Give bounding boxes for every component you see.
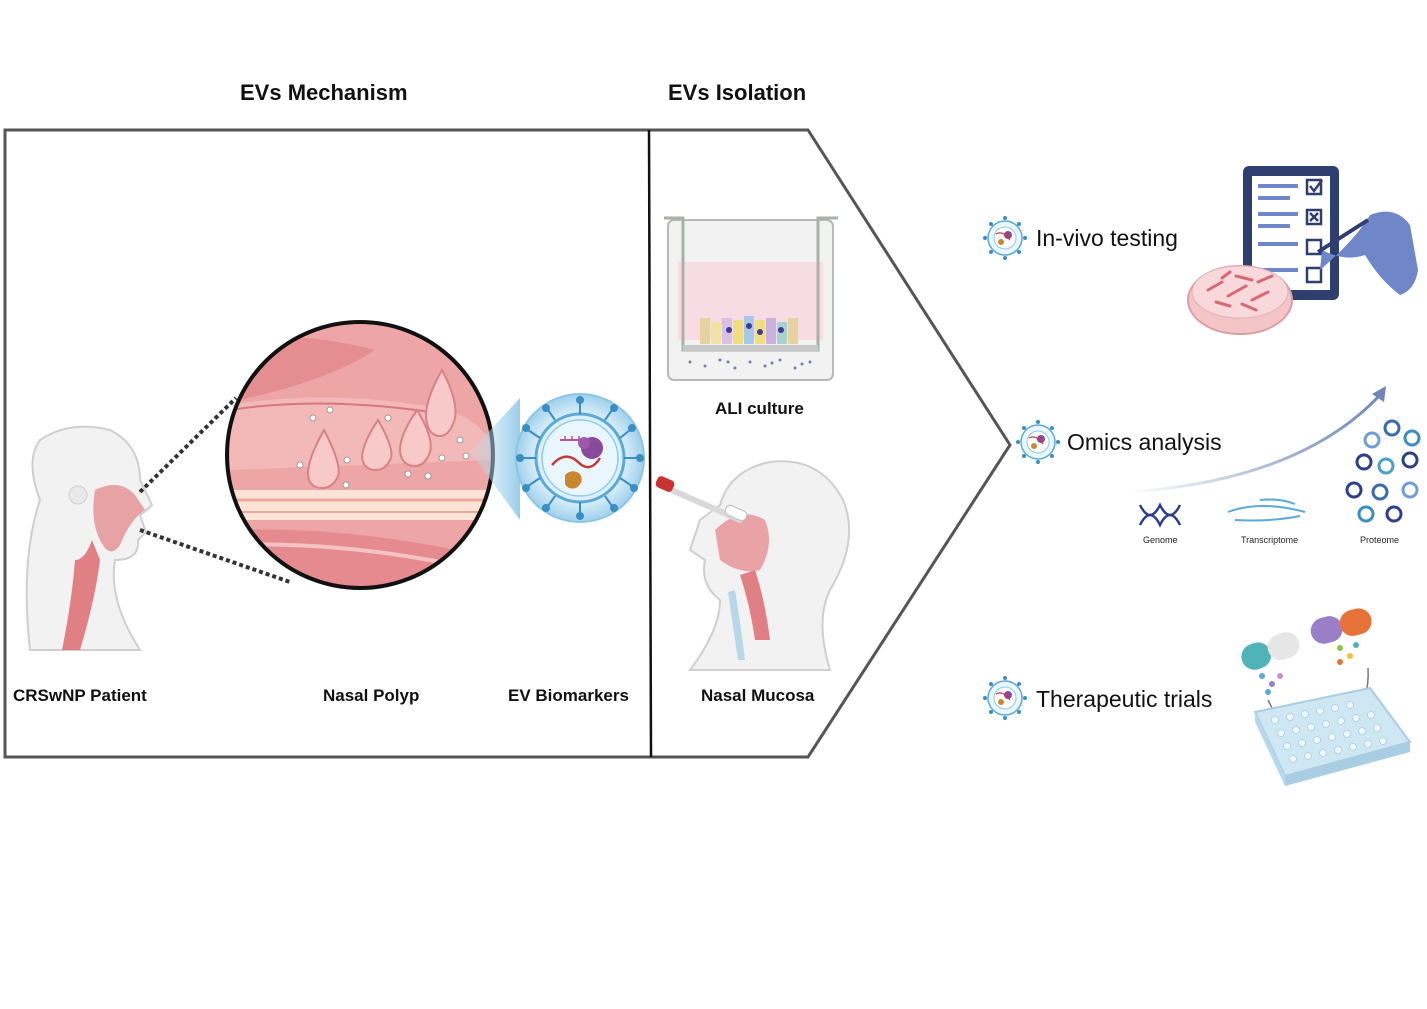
label-omics-analysis: Omics analysis — [1067, 429, 1222, 455]
evs-mechanism-title: EVs Mechanism — [240, 80, 408, 105]
label-proteome: Proteome — [1360, 535, 1400, 545]
label-ev-biomarkers: EV Biomarkers — [508, 686, 629, 705]
omics-illustration — [1129, 386, 1421, 528]
ali-culture-transwell — [664, 216, 838, 381]
ev-biomarker-particle — [515, 393, 645, 523]
ev-icon-therapeutic — [983, 676, 1027, 720]
therapeutic-illustration — [1241, 608, 1412, 786]
label-ali-culture: ALI culture — [715, 399, 804, 418]
evs-isolation-title: EVs Isolation — [668, 80, 807, 105]
ev-icon-omics — [1016, 420, 1060, 464]
label-therapeutic-trials: Therapeutic trials — [1036, 686, 1213, 712]
label-nasal-polyp: Nasal Polyp — [323, 686, 420, 705]
label-nasal-mucosa: Nasal Mucosa — [701, 686, 815, 705]
clipboard-petri-illustration — [1187, 166, 1418, 335]
nasal-polyp-zoom — [225, 320, 495, 590]
patient-head-illustration — [25, 425, 154, 651]
nasal-swab-head-illustration — [655, 460, 851, 671]
label-in-vivo-testing: In-vivo testing — [1036, 225, 1178, 251]
ev-icon-invivo — [983, 216, 1027, 260]
label-genome: Genome — [1143, 535, 1178, 545]
frame — [3, 128, 1012, 759]
label-transcriptome: Transcriptome — [1241, 535, 1299, 545]
label-crswnp-patient: CRSwNP Patient — [13, 686, 147, 705]
